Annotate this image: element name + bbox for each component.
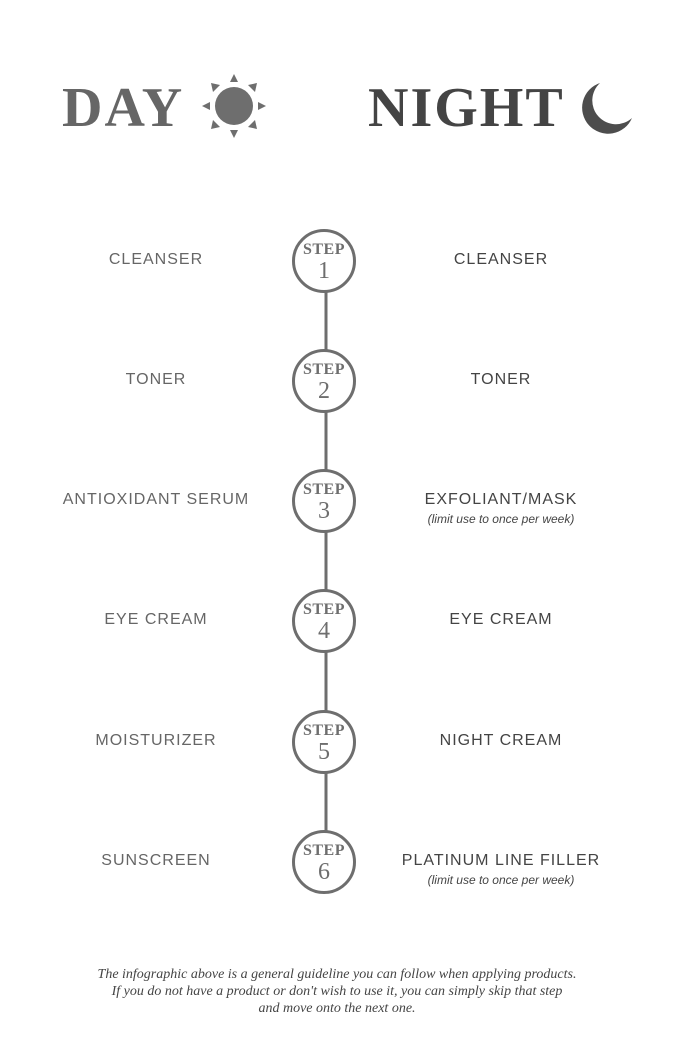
step-word: STEP [302,722,345,739]
night-title: NIGHT [368,77,565,139]
night-step-6-note: (limit use to once per week) [427,873,575,887]
moon-icon [582,83,632,134]
step-word: STEP [302,361,345,378]
night-step-5-label: NIGHT CREAM [439,732,563,749]
footer-note: The infographic above is a general guide… [40,966,634,1017]
night-step-3-note: (limit use to once per week) [427,512,575,526]
sun-icon [202,74,266,138]
night-step-3-label: EXFOLIANT/MASK [424,491,578,508]
step-word: STEP [302,241,345,258]
night-step-6-label: PLATINUM LINE FILLER [401,852,601,869]
step-number: 5 [318,739,330,765]
day-step-2-label: TONER [125,371,187,388]
step-word: STEP [302,601,345,618]
step-number: 3 [318,498,330,524]
footer-line-2: If you do not have a product or don't wi… [111,984,563,999]
step-word: STEP [302,481,345,498]
day-step-3-label: ANTIOXIDANT SERUM [62,491,250,508]
night-step-4-label: EYE CREAM [449,611,553,628]
day-title: DAY [62,77,185,139]
step-number: 2 [318,378,330,404]
day-step-5-label: MOISTURIZER [95,732,217,749]
day-step-1-label: CLEANSER [108,251,204,268]
step-number: 4 [318,618,330,644]
step-number: 6 [318,859,330,885]
day-step-4-label: EYE CREAM [104,611,208,628]
day-step-6-label: SUNSCREEN [101,852,211,869]
step-word: STEP [302,842,345,859]
step-number: 1 [318,258,330,284]
footer-line-3: and move onto the next one. [258,1001,416,1016]
footer-line-1: The infographic above is a general guide… [97,967,577,982]
night-step-2-label: TONER [470,371,532,388]
night-step-1-label: CLEANSER [453,251,549,268]
